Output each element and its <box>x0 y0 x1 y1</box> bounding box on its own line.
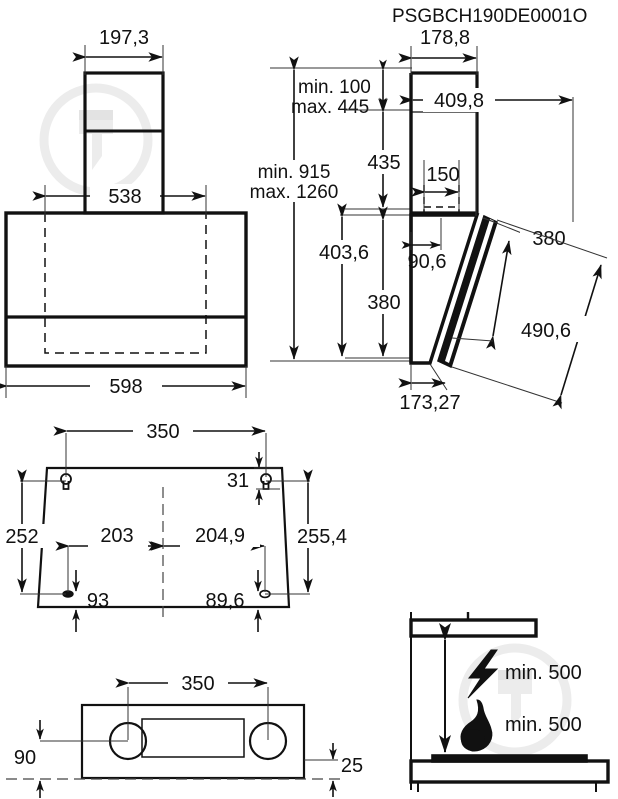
dim-bracket-bottom-offset: 25 <box>341 755 363 777</box>
dim-text-mask <box>133 419 193 443</box>
hood-body-outline <box>4 211 248 368</box>
dim-template-bottom-left-offset: 93 <box>87 590 109 612</box>
dim-text-mask <box>520 224 578 250</box>
dim-text-mask <box>180 523 260 547</box>
ext-line <box>451 217 525 342</box>
dim-bracket-hole-spacing: 350 <box>181 673 214 695</box>
chimney-side-outline <box>411 71 479 215</box>
hob-clearance-view: min. 500 min. 500 <box>409 612 610 792</box>
dim-chimney-height-min: min. 100 <box>298 77 371 98</box>
glass-panel-highlight <box>445 219 494 363</box>
dim-total-height-min: min. 915 <box>258 162 331 183</box>
dim-bracket-hole-height: 90 <box>14 747 36 769</box>
dim-duct-offset: 90,6 <box>408 251 447 273</box>
hood-body-side-outline <box>409 213 480 365</box>
dim-duct-width: 150 <box>426 164 459 186</box>
dim-text-mask <box>360 290 410 314</box>
dim-text-mask <box>238 160 350 202</box>
clearance-label-gas: min. 500 <box>505 714 582 736</box>
dim-template-bottom-left: 203 <box>100 525 133 547</box>
dim-upper-segment: 435 <box>367 152 400 174</box>
clearance-label-electric: min. 500 <box>505 662 582 684</box>
dim-glass-overall: 490,6 <box>521 320 571 342</box>
dim-base-depth: 173,27 <box>399 392 460 414</box>
dim-text-mask <box>88 523 148 547</box>
dim-template-left-height: 252 <box>5 526 38 548</box>
dim-template-hole-inset: 31 <box>227 470 249 492</box>
dim-wall-to-front: 409,8 <box>434 90 484 112</box>
dim-template-right-height: 255,4 <box>297 526 347 548</box>
side-elevation-view: 178,8 409,8 150 90,6 380 490,6 <box>398 27 608 414</box>
ext-line <box>451 366 563 404</box>
dim-lower-segment: 380 <box>367 292 400 314</box>
dim-text-mask <box>310 240 380 264</box>
dim-chimney-height-max: max. 445 <box>291 97 369 118</box>
drawing-title: PSGBCH190DE0001O <box>392 6 587 27</box>
bracket-inner-cutout <box>141 718 245 758</box>
front-elevation-view: 197,3 538 598 <box>0 27 248 398</box>
dim-text-mask <box>358 150 410 174</box>
dim-glass-panel: 380 <box>532 228 565 250</box>
lightning-bolt-icon <box>467 649 499 699</box>
dim-body-width: 598 <box>109 376 142 398</box>
flame-icon <box>460 699 493 752</box>
wall-mounting-template-view: 350 31 252 255,4 203 204,9 93 <box>0 419 360 632</box>
clearance-hob <box>431 754 588 763</box>
template-outline <box>36 466 291 609</box>
dim-template-bottom-right: 204,9 <box>195 525 245 547</box>
dim-mid-segment: 403,6 <box>319 242 369 264</box>
dim-text-mask <box>505 316 587 342</box>
installation-height-chain-view: min. 915 max. 1260 min. 100 max. 445 435… <box>238 56 412 362</box>
dim-chimney-inner-width: 538 <box>108 186 141 208</box>
dim-chimney-depth: 178,8 <box>420 27 470 49</box>
dim-text-mask <box>288 524 360 548</box>
dim-text-mask <box>168 671 228 695</box>
dim-template-bottom-right-offset: 89,6 <box>206 590 245 612</box>
dim-template-hole-spacing: 350 <box>146 421 179 443</box>
dim-total-height-max: max. 1260 <box>250 182 339 203</box>
ext-line <box>496 219 608 259</box>
dim-text-mask <box>0 524 48 548</box>
dim-text-mask <box>90 184 160 208</box>
dim-text-mask <box>423 88 495 112</box>
bracket-detail-view: 350 90 25 <box>6 671 363 798</box>
dim-chimney-width: 197,3 <box>99 27 149 49</box>
dim-line-glass-380 <box>486 240 512 351</box>
dim-text-mask <box>90 374 162 398</box>
